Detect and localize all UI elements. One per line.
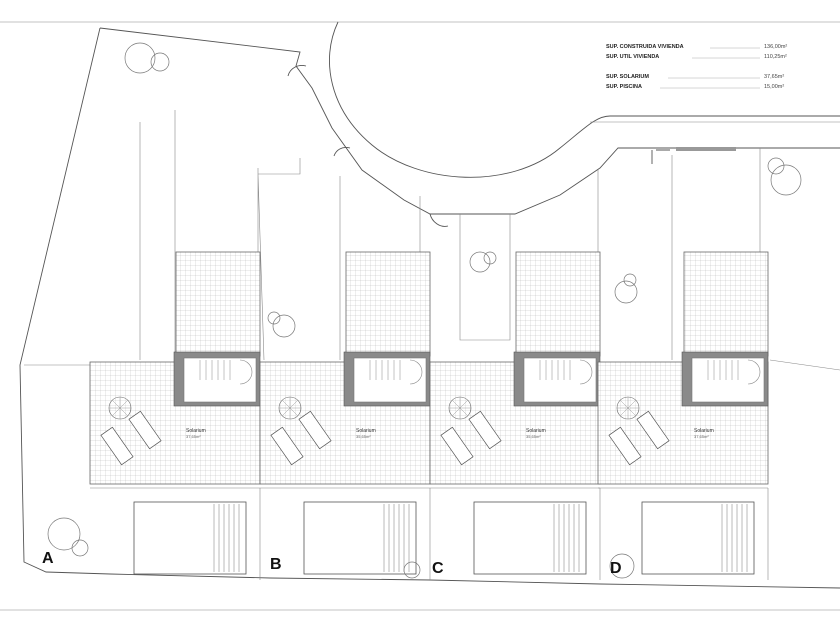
legend-label-0: SUP. CONSTRUIDA VIVIENDA	[606, 44, 684, 50]
lounger-1-d	[608, 426, 642, 466]
tree-top-right	[767, 157, 802, 196]
legend-value-3: 15,00m²	[764, 84, 784, 90]
pool-c	[473, 501, 587, 575]
parasol-rib-d-5	[620, 400, 629, 409]
plot-boundary	[19, 27, 840, 589]
upper-terrace-a	[175, 251, 261, 357]
entrance-door-a	[287, 65, 307, 77]
parasol-rib-d-3	[620, 407, 629, 416]
pool-d	[641, 501, 755, 575]
parasol-rib-c-1	[459, 407, 468, 416]
solarium-area-a: 37,65m²	[186, 434, 201, 439]
legend-value-2: 37,65m²	[764, 74, 784, 80]
entrance-door-c	[429, 213, 449, 227]
tree-mid-b	[267, 311, 296, 338]
tree-mid-d	[614, 273, 638, 304]
solarium-label-b: Solarium	[356, 428, 376, 434]
unit-label-a: A	[42, 550, 54, 567]
solarium-label-a: Solarium	[186, 428, 206, 434]
tree-top-left	[124, 42, 170, 74]
parasol-rib-c-3	[452, 407, 461, 416]
units-group: Solarium37,65m²Solarium35,65m²Solarium35…	[89, 251, 769, 580]
solarium-area-d: 37,65m²	[694, 434, 709, 439]
parasol-rib-b-7	[289, 400, 298, 409]
lounger-1-b	[270, 426, 304, 466]
parasol-rib-a-7	[119, 400, 128, 409]
tree-mid-c	[469, 251, 497, 273]
unit-label-b: B	[270, 556, 282, 573]
stairs-a	[183, 357, 257, 403]
lounger-2-c	[468, 410, 502, 450]
stairs-c	[523, 357, 597, 403]
unit-label-c: C	[432, 560, 444, 577]
unit-label-d: D	[610, 560, 622, 577]
pool-b	[303, 501, 417, 575]
parasol-rib-c-5	[452, 400, 461, 409]
legend-label-3: SUP. PISCINA	[606, 84, 642, 90]
lounger-1-a	[100, 426, 134, 466]
parasol-rib-c-7	[459, 400, 468, 409]
upper-terrace-d	[683, 251, 769, 357]
parasol-rib-b-3	[282, 407, 291, 416]
stair-turn-a	[239, 359, 253, 385]
stair-turn-b	[409, 359, 423, 385]
pool-a	[133, 501, 247, 575]
legend-label-1: SUP. UTIL VIVIENDA	[606, 54, 659, 60]
parasol-rib-a-5	[112, 400, 121, 409]
parasol-rib-a-1	[119, 407, 128, 416]
solarium-label-d: Solarium	[694, 428, 714, 434]
solarium-label-c: Solarium	[526, 428, 546, 434]
legend-value-0: 136,00m²	[764, 44, 787, 50]
parasol-rib-d-7	[627, 400, 636, 409]
tree-bottom-d	[609, 553, 635, 579]
parasol-rib-b-1	[289, 407, 298, 416]
lounger-2-b	[298, 410, 332, 450]
area-legend: SUP. CONSTRUIDA VIVIENDA 136,00m² SUP. U…	[606, 44, 787, 90]
gate-d	[676, 147, 736, 151]
tree-bottom-c	[403, 561, 421, 579]
upper-terrace-c	[515, 251, 601, 357]
lounger-2-d	[636, 410, 670, 450]
stair-turn-c	[579, 359, 593, 385]
parasol-rib-d-1	[627, 407, 636, 416]
upper-terrace-b	[345, 251, 431, 357]
legend-value-1: 110,25m²	[764, 54, 787, 60]
solarium-area-b: 35,65m²	[356, 434, 371, 439]
solarium-area-c: 35,65m²	[526, 434, 541, 439]
legend-label-2: SUP. SOLARIUM	[606, 74, 649, 80]
tree-bottom-left	[47, 517, 89, 557]
lounger-2-a	[128, 410, 162, 450]
stairs-d	[691, 357, 765, 403]
entrance-door-b	[333, 147, 351, 157]
parasol-rib-a-3	[112, 407, 121, 416]
stairs-b	[353, 357, 427, 403]
lounger-1-c	[440, 426, 474, 466]
parasol-rib-b-5	[282, 400, 291, 409]
stair-turn-d	[747, 359, 761, 385]
entrance-door-d	[651, 149, 670, 164]
road-circle	[329, 21, 840, 178]
